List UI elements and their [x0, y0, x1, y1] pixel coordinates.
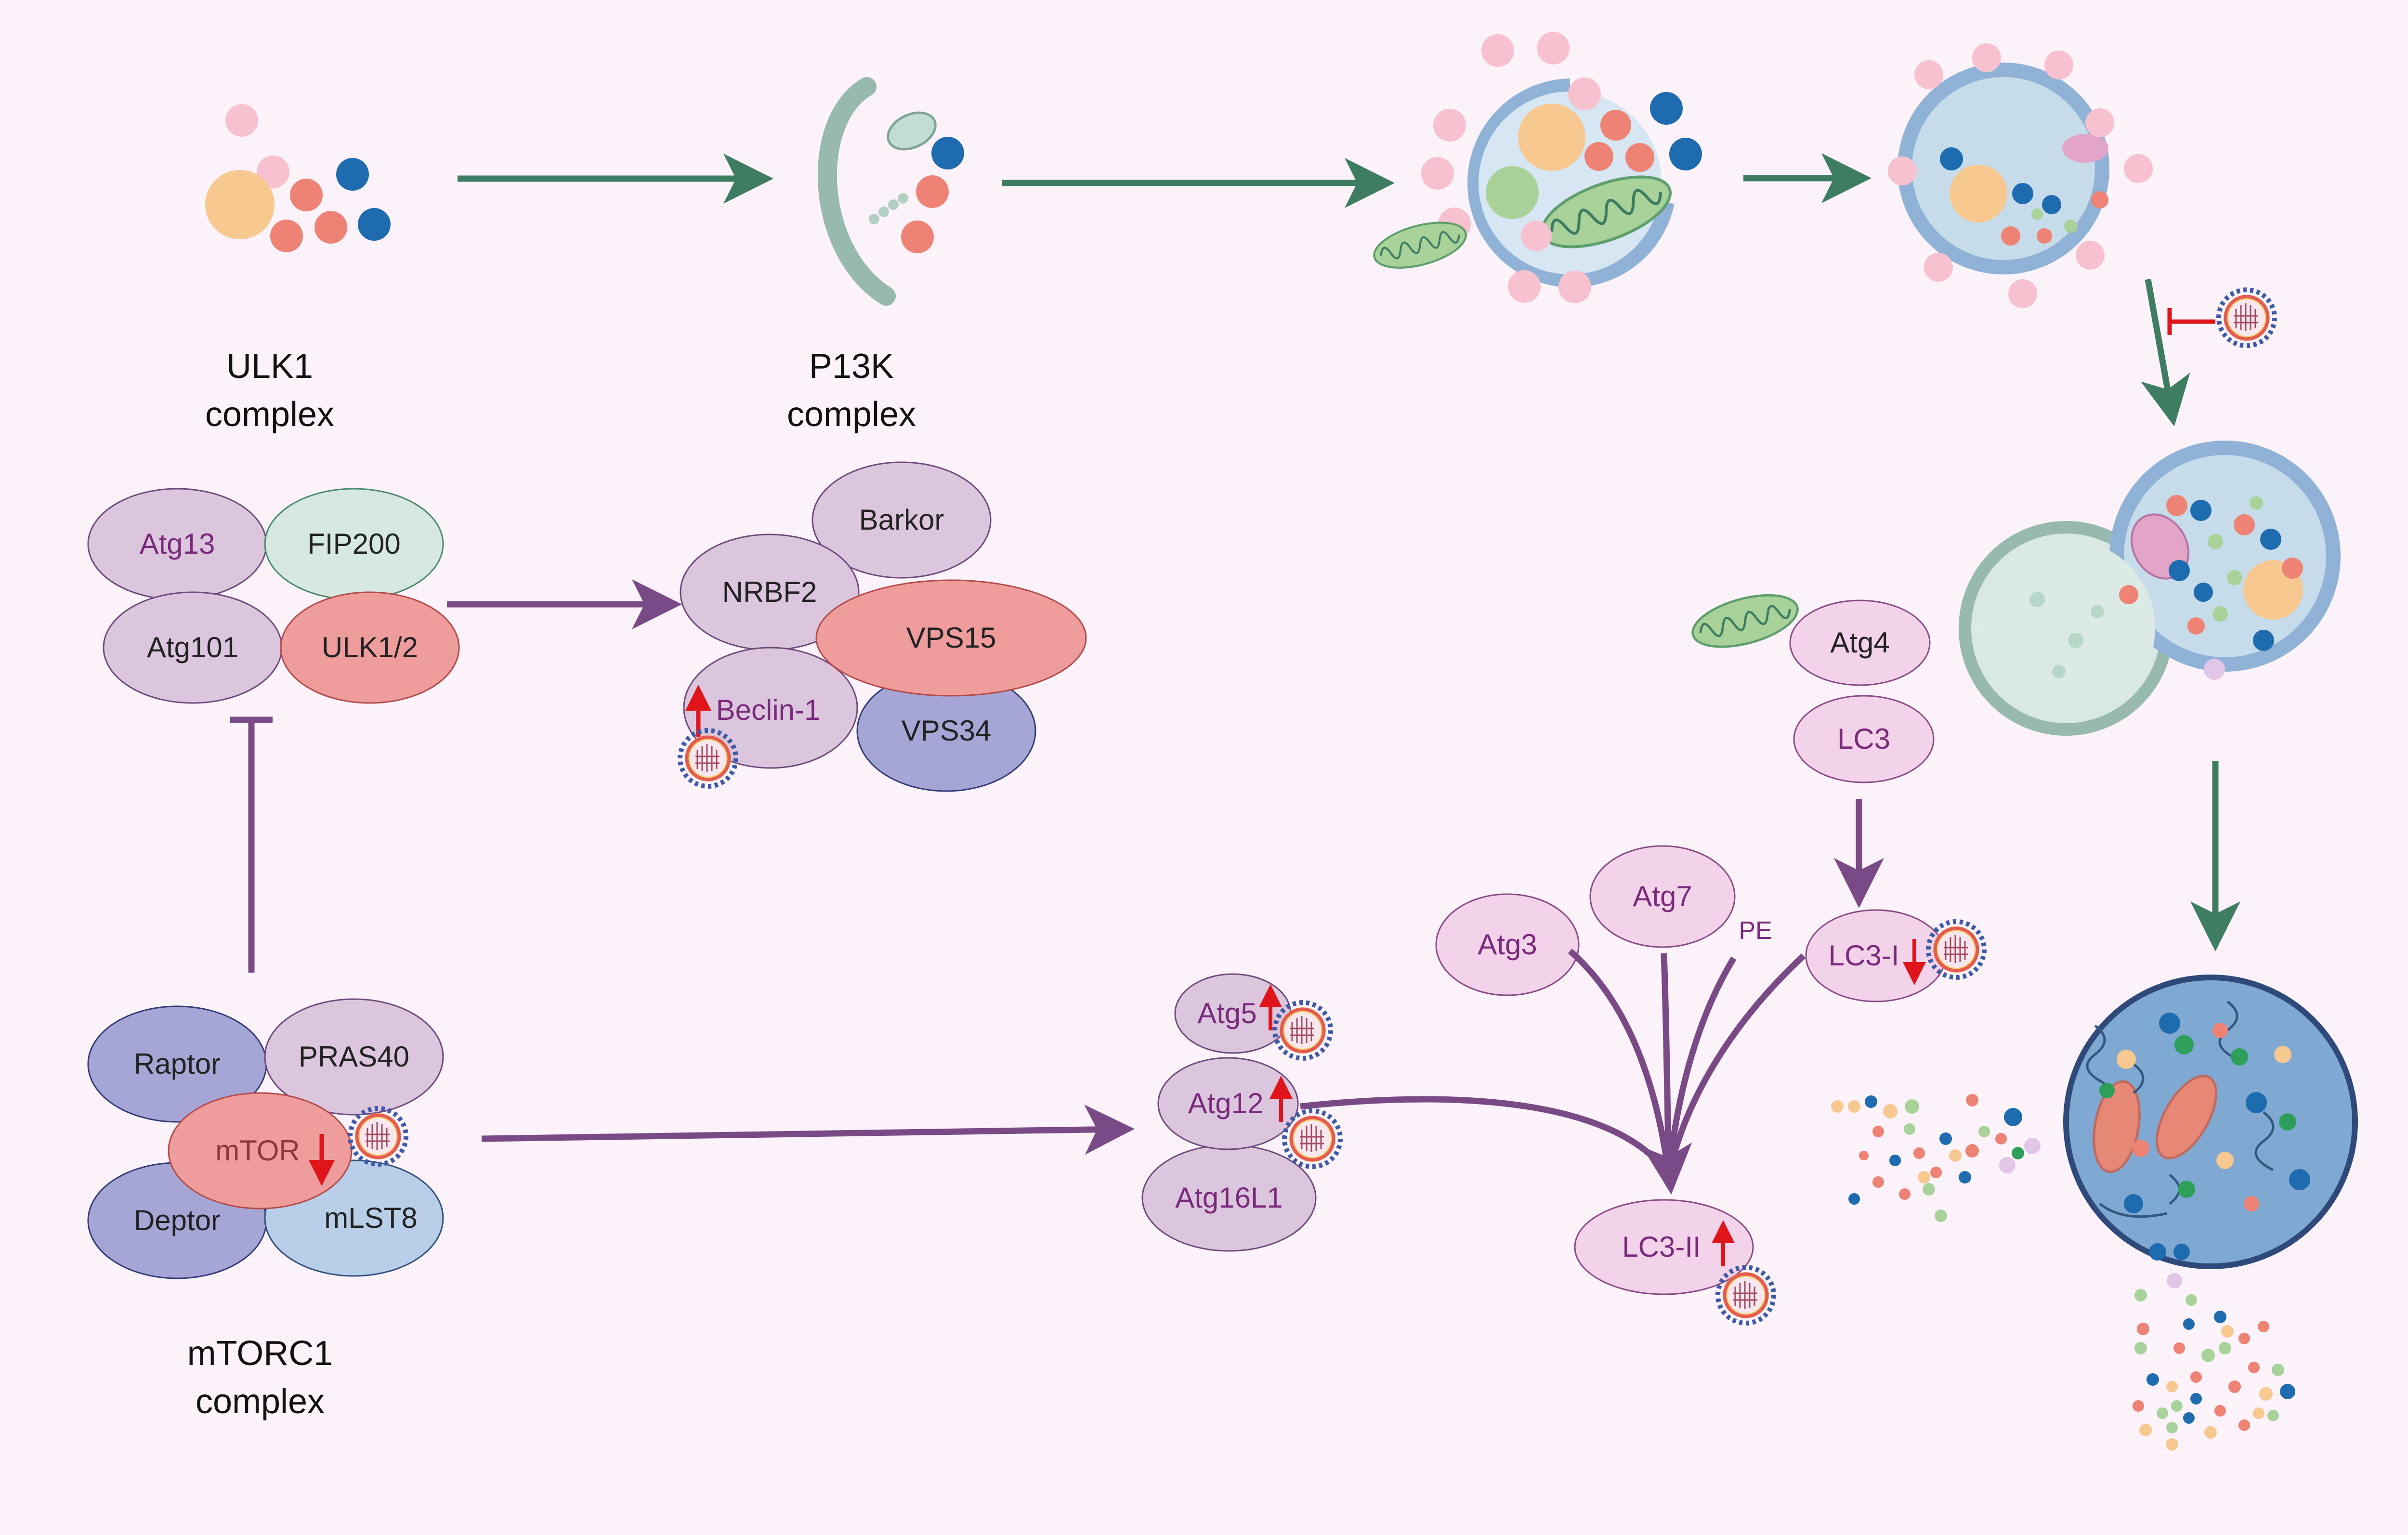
atg12-node [1157, 1057, 1299, 1150]
vps15-label: VPS15 [906, 622, 996, 654]
atg7-node [1589, 845, 1736, 948]
atg101-label: Atg101 [147, 631, 238, 663]
mtor-node [168, 1092, 353, 1210]
mtorc1-to-atg12-arrow [481, 1105, 1135, 1155]
atg4-label: Atg4 [1830, 626, 1889, 659]
lc3-pathway: Atg4 LC3 LC3-I Atg3 Atg7 PE LC3-II [1300, 599, 1984, 1323]
autophagosome-icon [1369, 43, 2153, 308]
ulk12-label: ULK1/2 [322, 631, 418, 663]
autophagosome-forming-icon [1421, 32, 1702, 303]
barkor-node [811, 461, 992, 579]
ulk1-complex: Atg13 FIP200 Atg101 ULK1/2 [87, 488, 460, 704]
vps34-label: VPS34 [902, 715, 992, 747]
cargo-cluster-icon [205, 104, 391, 252]
phagophore-icon [817, 77, 964, 306]
beclin1-label: Beclin-1 [716, 694, 821, 726]
atg3-label: Atg3 [1478, 928, 1537, 961]
released-molecules-bottom [2133, 1243, 2295, 1451]
vps15-node [815, 579, 1087, 697]
mtorc1-caption-line2: complex [196, 1382, 325, 1421]
nrbf2-label: NRBF2 [722, 576, 817, 608]
atg-conjugation-complex: Atg16L1 Atg12 Atg5 [1141, 973, 1340, 1252]
beclin1-node [683, 647, 858, 769]
lc3-ii-node [1574, 1199, 1754, 1295]
pi3k-caption-line1: P13K [809, 347, 894, 386]
mtorc1-caption-line1: mTORC1 [187, 1334, 333, 1373]
pe-label: PE [1739, 917, 1772, 945]
lc3-label: LC3 [1837, 723, 1890, 755]
autolysosome-fusion-icon [1687, 441, 2341, 736]
pi3k-complex: Barkor NRBF2 VPS15 Beclin-1 VPS34 [680, 461, 1087, 792]
converge-arrowhead [1642, 1142, 1692, 1195]
atg3-node [1435, 893, 1580, 996]
atg16l1-label: Atg16L1 [1175, 1182, 1283, 1214]
lc3-node [1793, 695, 1935, 783]
autolysosome-icon [2063, 975, 2358, 1269]
stage-arrow-4 [2141, 278, 2190, 427]
pi3k-caption-line2: complex [787, 395, 916, 434]
ulk12-node [280, 591, 460, 704]
atg12-label: Atg12 [1188, 1087, 1264, 1119]
atg4-node [1789, 599, 1931, 686]
barkor-label: Barkor [859, 504, 944, 536]
ulk1-caption-line2: complex [205, 395, 334, 434]
atg5-label: Atg5 [1197, 997, 1256, 1029]
mlst8-label: mLST8 [324, 1202, 417, 1234]
fip200-label: FIP200 [307, 528, 400, 560]
atg3-converge-curve [1568, 949, 1672, 1175]
lc3-i-label: LC3-I [1829, 939, 1899, 972]
lc3-ii-label: LC3-II [1622, 1231, 1701, 1263]
pras40-node [264, 998, 444, 1116]
atg12-converge-curve [1300, 1096, 1672, 1177]
mtor-label: mTOR [215, 1134, 300, 1167]
pras40-label: PRAS40 [299, 1041, 409, 1073]
atg7-label: Atg7 [1633, 880, 1692, 912]
atg13-label: Atg13 [140, 528, 215, 560]
deptor-label: Deptor [134, 1204, 221, 1236]
released-molecules-left [1831, 1094, 2041, 1222]
raptor-label: Raptor [134, 1048, 221, 1080]
ulk1-caption-line1: ULK1 [226, 347, 313, 386]
mtorc1-complex: Raptor PRAS40 Deptor mLST8 mTOR [87, 998, 444, 1279]
